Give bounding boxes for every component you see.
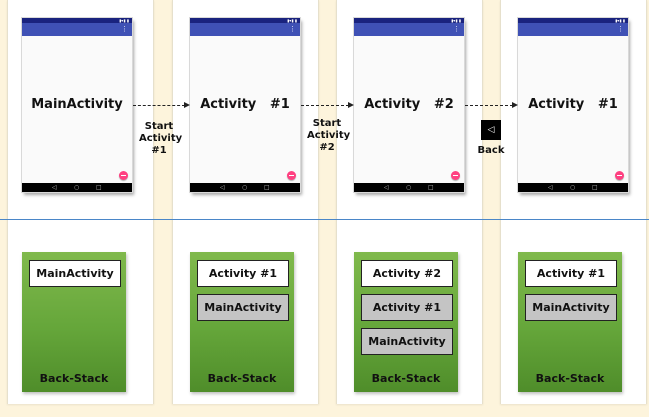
phone-mainactivity: ▮▾▮ ▮ ⋮ MainActivity ◁ ○ □ xyxy=(21,17,133,193)
stack-label: Back-Stack xyxy=(371,372,441,385)
status-bar: ▮▾▮ ▮ xyxy=(22,18,132,23)
back-stack-3: Activity #2 Activity #1 MainActivity Bac… xyxy=(354,252,458,392)
stack-item: Activity #2 xyxy=(361,260,453,287)
arrow-back xyxy=(465,102,518,108)
fab-button[interactable] xyxy=(615,171,624,180)
nav-home-icon[interactable]: ○ xyxy=(406,184,412,191)
overflow-menu-icon[interactable]: ⋮ xyxy=(289,25,296,33)
nav-back-icon[interactable]: ◁ xyxy=(220,184,225,191)
fab-button[interactable] xyxy=(119,171,128,180)
phone-title: MainActivity xyxy=(31,97,123,112)
fab-button[interactable] xyxy=(451,171,460,180)
nav-back-icon[interactable]: ◁ xyxy=(52,184,57,191)
nav-back-icon[interactable]: ◁ xyxy=(384,184,389,191)
label-line: #2 xyxy=(319,142,335,153)
stack-label: Back-Stack xyxy=(535,372,605,385)
nav-bar: ◁ ○ □ xyxy=(354,183,464,192)
stack-item: Activity #1 xyxy=(525,260,617,287)
overflow-menu-icon[interactable]: ⋮ xyxy=(617,25,624,33)
transition-label-2: Start Activity #2 xyxy=(307,118,351,154)
nav-back-icon[interactable]: ◁ xyxy=(548,184,553,191)
nav-recents-icon[interactable]: □ xyxy=(96,184,102,191)
phone-activity-1-after-back: ▮▾▮ ▮ ⋮ Activity #1 ◁ ○ □ xyxy=(517,17,629,193)
nav-bar: ◁ ○ □ xyxy=(190,183,300,192)
nav-home-icon[interactable]: ○ xyxy=(570,184,576,191)
status-bar: ▮▾▮ ▮ xyxy=(190,18,300,23)
stack-label: Back-Stack xyxy=(207,372,277,385)
phone-activity-1: ▮▾▮ ▮ ⋮ Activity #1 ◁ ○ □ xyxy=(189,17,301,193)
label-line: Activity xyxy=(139,133,183,144)
status-bar: ▮▾▮ ▮ xyxy=(354,18,464,23)
arrow-start-activity-1 xyxy=(133,102,190,108)
section-divider xyxy=(0,219,649,220)
nav-bar: ◁ ○ □ xyxy=(518,183,628,192)
stack-item: MainActivity xyxy=(29,260,121,287)
nav-recents-icon[interactable]: □ xyxy=(592,184,598,191)
nav-bar: ◁ ○ □ xyxy=(22,183,132,192)
app-bar: ⋮ xyxy=(354,23,464,36)
label-line: Start xyxy=(144,121,174,132)
label-line: Back xyxy=(477,145,505,156)
back-stack-1: MainActivity Back-Stack xyxy=(22,252,126,392)
nav-home-icon[interactable]: ○ xyxy=(74,184,80,191)
status-icons: ▮▾▮ ▮ xyxy=(287,18,297,23)
phone-title: Activity #1 xyxy=(528,97,618,112)
status-icons: ▮▾▮ ▮ xyxy=(615,18,625,23)
phone-title: Activity #2 xyxy=(364,97,454,112)
fab-button[interactable] xyxy=(287,171,296,180)
back-button-icon: ◁ xyxy=(481,120,501,140)
stack-item: Activity #1 xyxy=(197,260,289,287)
stack-item: MainActivity xyxy=(197,294,289,321)
status-icons: ▮▾▮ ▮ xyxy=(119,18,129,23)
nav-recents-icon[interactable]: □ xyxy=(264,184,270,191)
label-line: Activity xyxy=(307,130,351,141)
arrow-start-activity-2 xyxy=(301,102,354,108)
overflow-menu-icon[interactable]: ⋮ xyxy=(453,25,460,33)
back-stack-2: Activity #1 MainActivity Back-Stack xyxy=(190,252,294,392)
stack-item: Activity #1 xyxy=(361,294,453,321)
app-bar: ⋮ xyxy=(190,23,300,36)
phone-activity-2: ▮▾▮ ▮ ⋮ Activity #2 ◁ ○ □ xyxy=(353,17,465,193)
app-bar: ⋮ xyxy=(518,23,628,36)
transition-label-3: Back xyxy=(471,145,511,157)
phone-title: Activity #1 xyxy=(200,97,290,112)
back-stack-4: Activity #1 MainActivity Back-Stack xyxy=(518,252,622,392)
label-line: Start xyxy=(312,118,342,129)
label-line: #1 xyxy=(151,145,167,156)
overflow-menu-icon[interactable]: ⋮ xyxy=(121,25,128,33)
app-bar: ⋮ xyxy=(22,23,132,36)
status-icons: ▮▾▮ ▮ xyxy=(451,18,461,23)
nav-recents-icon[interactable]: □ xyxy=(428,184,434,191)
status-bar: ▮▾▮ ▮ xyxy=(518,18,628,23)
transition-label-1: Start Activity #1 xyxy=(139,121,183,157)
stack-item: MainActivity xyxy=(361,328,453,355)
stack-item: MainActivity xyxy=(525,294,617,321)
stack-label: Back-Stack xyxy=(39,372,109,385)
nav-home-icon[interactable]: ○ xyxy=(242,184,248,191)
